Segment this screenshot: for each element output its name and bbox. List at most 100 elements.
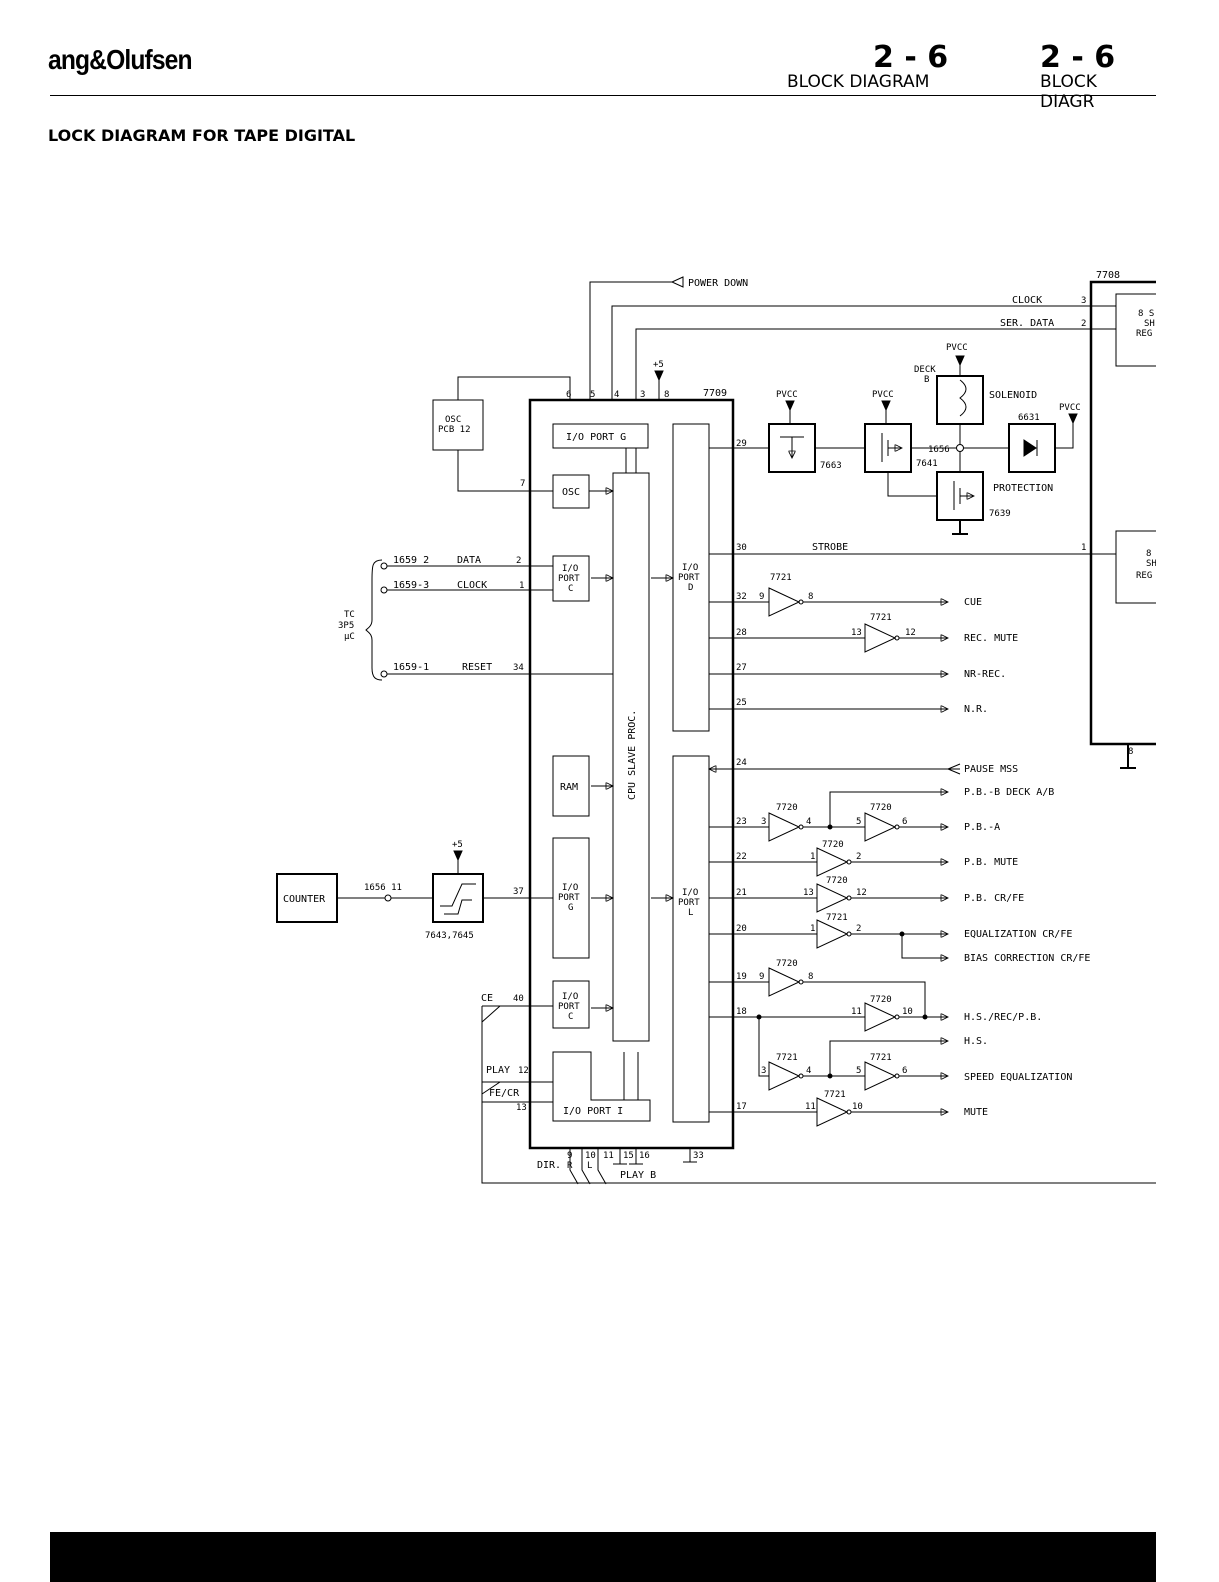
solenoid-block: [936, 375, 984, 425]
svg-text:4: 4: [806, 1066, 811, 1076]
cpu-label: CPU SLAVE PROC.: [627, 710, 638, 800]
inverter-7721-b: [864, 623, 900, 653]
svg-text:DIR.: DIR.: [537, 1160, 561, 1171]
svg-text:34: 34: [513, 663, 524, 673]
svg-text:FE/CR: FE/CR: [489, 1088, 520, 1099]
inverter-7720-f: [864, 1002, 900, 1032]
svg-text:I/O: I/O: [682, 563, 698, 573]
ic-7708-label: 7708: [1096, 270, 1120, 281]
svg-text:CLOCK: CLOCK: [1012, 295, 1042, 306]
svg-text:CLOCK: CLOCK: [457, 580, 487, 591]
io-port-c: [552, 555, 590, 602]
page-number: 2 - 6: [873, 40, 949, 75]
svg-text:REC. MUTE: REC. MUTE: [964, 633, 1018, 644]
svg-text:18: 18: [736, 1007, 747, 1017]
svg-text:25: 25: [736, 698, 747, 708]
svg-text:C: C: [568, 1012, 573, 1022]
svg-text:PVCC: PVCC: [776, 390, 798, 400]
svg-text:29: 29: [736, 439, 747, 449]
svg-text:SOLENOID: SOLENOID: [989, 390, 1037, 401]
svg-text:15: 15: [623, 1151, 634, 1161]
svg-text:PLAY: PLAY: [486, 1065, 510, 1076]
osc-label: OSC: [562, 487, 580, 498]
svg-text:8: 8: [1146, 549, 1151, 559]
svg-text:EQUALIZATION CR/FE: EQUALIZATION CR/FE: [964, 929, 1072, 940]
svg-text:PORT: PORT: [678, 573, 700, 583]
svg-text:3: 3: [761, 817, 766, 827]
svg-text:8: 8: [664, 390, 669, 400]
svg-text:H.S./REC/P.B.: H.S./REC/P.B.: [964, 1012, 1042, 1023]
svg-text:7721: 7721: [770, 573, 792, 583]
header-rule: [50, 95, 1156, 96]
svg-text:4: 4: [806, 817, 811, 827]
svg-text:PAUSE MSS: PAUSE MSS: [964, 764, 1018, 775]
inverter-7721-d: [768, 1061, 804, 1091]
svg-text:PORT: PORT: [558, 1002, 580, 1012]
schmitt-7643: [432, 873, 484, 923]
svg-text:H.S.: H.S.: [964, 1036, 988, 1047]
svg-text:1: 1: [1081, 543, 1086, 553]
svg-text:7720: 7720: [870, 995, 892, 1005]
svg-text:SH: SH: [1144, 319, 1155, 329]
svg-text:40: 40: [513, 994, 524, 1004]
svg-text:12: 12: [856, 888, 867, 898]
svg-text:24: 24: [736, 758, 747, 768]
svg-text:SPEED EQUALIZATION: SPEED EQUALIZATION: [964, 1072, 1072, 1083]
svg-text:30: 30: [736, 543, 747, 553]
svg-text:P.B.-A: P.B.-A: [964, 822, 1000, 833]
svg-text:7721: 7721: [824, 1090, 846, 1100]
io-port-i: [552, 1051, 651, 1122]
svg-text:1: 1: [810, 924, 815, 934]
svg-text:PVCC: PVCC: [872, 390, 894, 400]
svg-text:3: 3: [1081, 296, 1086, 306]
svg-text:12: 12: [905, 628, 916, 638]
svg-text:6: 6: [566, 390, 571, 400]
svg-text:POWER DOWN: POWER DOWN: [688, 278, 748, 289]
svg-text:P.B. CR/FE: P.B. CR/FE: [964, 893, 1024, 904]
diagram-text: 7709 7708 CPU SLAVE PROC. I/O PORT G OSC…: [283, 270, 1156, 1181]
svg-text:OSC: OSC: [445, 415, 461, 425]
svg-text:PVCC: PVCC: [1059, 403, 1081, 413]
inverter-7721-a: [768, 587, 804, 617]
svg-text:+5: +5: [653, 360, 664, 370]
svg-text:13: 13: [851, 628, 862, 638]
svg-text:N.R.: N.R.: [964, 704, 988, 715]
svg-text:RESET: RESET: [462, 662, 492, 673]
svg-text:D: D: [688, 583, 693, 593]
svg-text:B: B: [924, 375, 929, 385]
inverter-7721-c: [816, 919, 852, 949]
svg-text:I/O: I/O: [562, 992, 578, 1002]
svg-text:SH: SH: [1146, 559, 1156, 569]
svg-text:R: R: [567, 1161, 573, 1171]
svg-text:23: 23: [736, 817, 747, 827]
svg-text:6: 6: [902, 817, 907, 827]
inverter-7720-a: [768, 812, 804, 842]
svg-text:PORT: PORT: [558, 893, 580, 903]
svg-text:6631: 6631: [1018, 413, 1040, 423]
inverter-7720-e: [768, 967, 804, 997]
svg-text:PROTECTION: PROTECTION: [993, 483, 1053, 494]
svg-text:PVCC: PVCC: [946, 343, 968, 353]
page-title: LOCK DIAGRAM FOR TAPE DIGITAL: [48, 126, 356, 145]
svg-text:10: 10: [902, 1007, 913, 1017]
svg-text:3P5: 3P5: [338, 621, 354, 631]
counter-label: COUNTER: [283, 894, 326, 905]
svg-text:5: 5: [856, 1066, 861, 1076]
io-port-l: [672, 755, 710, 1123]
svg-text:DECK: DECK: [914, 365, 936, 375]
svg-text:21: 21: [736, 888, 747, 898]
svg-text:1659 2: 1659 2: [393, 555, 429, 566]
svg-text:7720: 7720: [822, 840, 844, 850]
svg-text:5: 5: [590, 390, 595, 400]
svg-text:13: 13: [516, 1103, 527, 1113]
svg-text:9: 9: [567, 1151, 572, 1161]
svg-text:L: L: [587, 1161, 592, 1171]
diagram-area: 7709 7708 CPU SLAVE PROC. I/O PORT G OSC…: [276, 270, 1156, 1185]
svg-text:7663: 7663: [820, 461, 842, 471]
page-number-2: 2 - 6: [1040, 40, 1116, 75]
svg-text:DATA: DATA: [457, 555, 481, 566]
svg-text:28: 28: [736, 628, 747, 638]
svg-text:7721: 7721: [776, 1053, 798, 1063]
svg-text:4: 4: [614, 390, 619, 400]
svg-text:MUTE: MUTE: [964, 1107, 988, 1118]
